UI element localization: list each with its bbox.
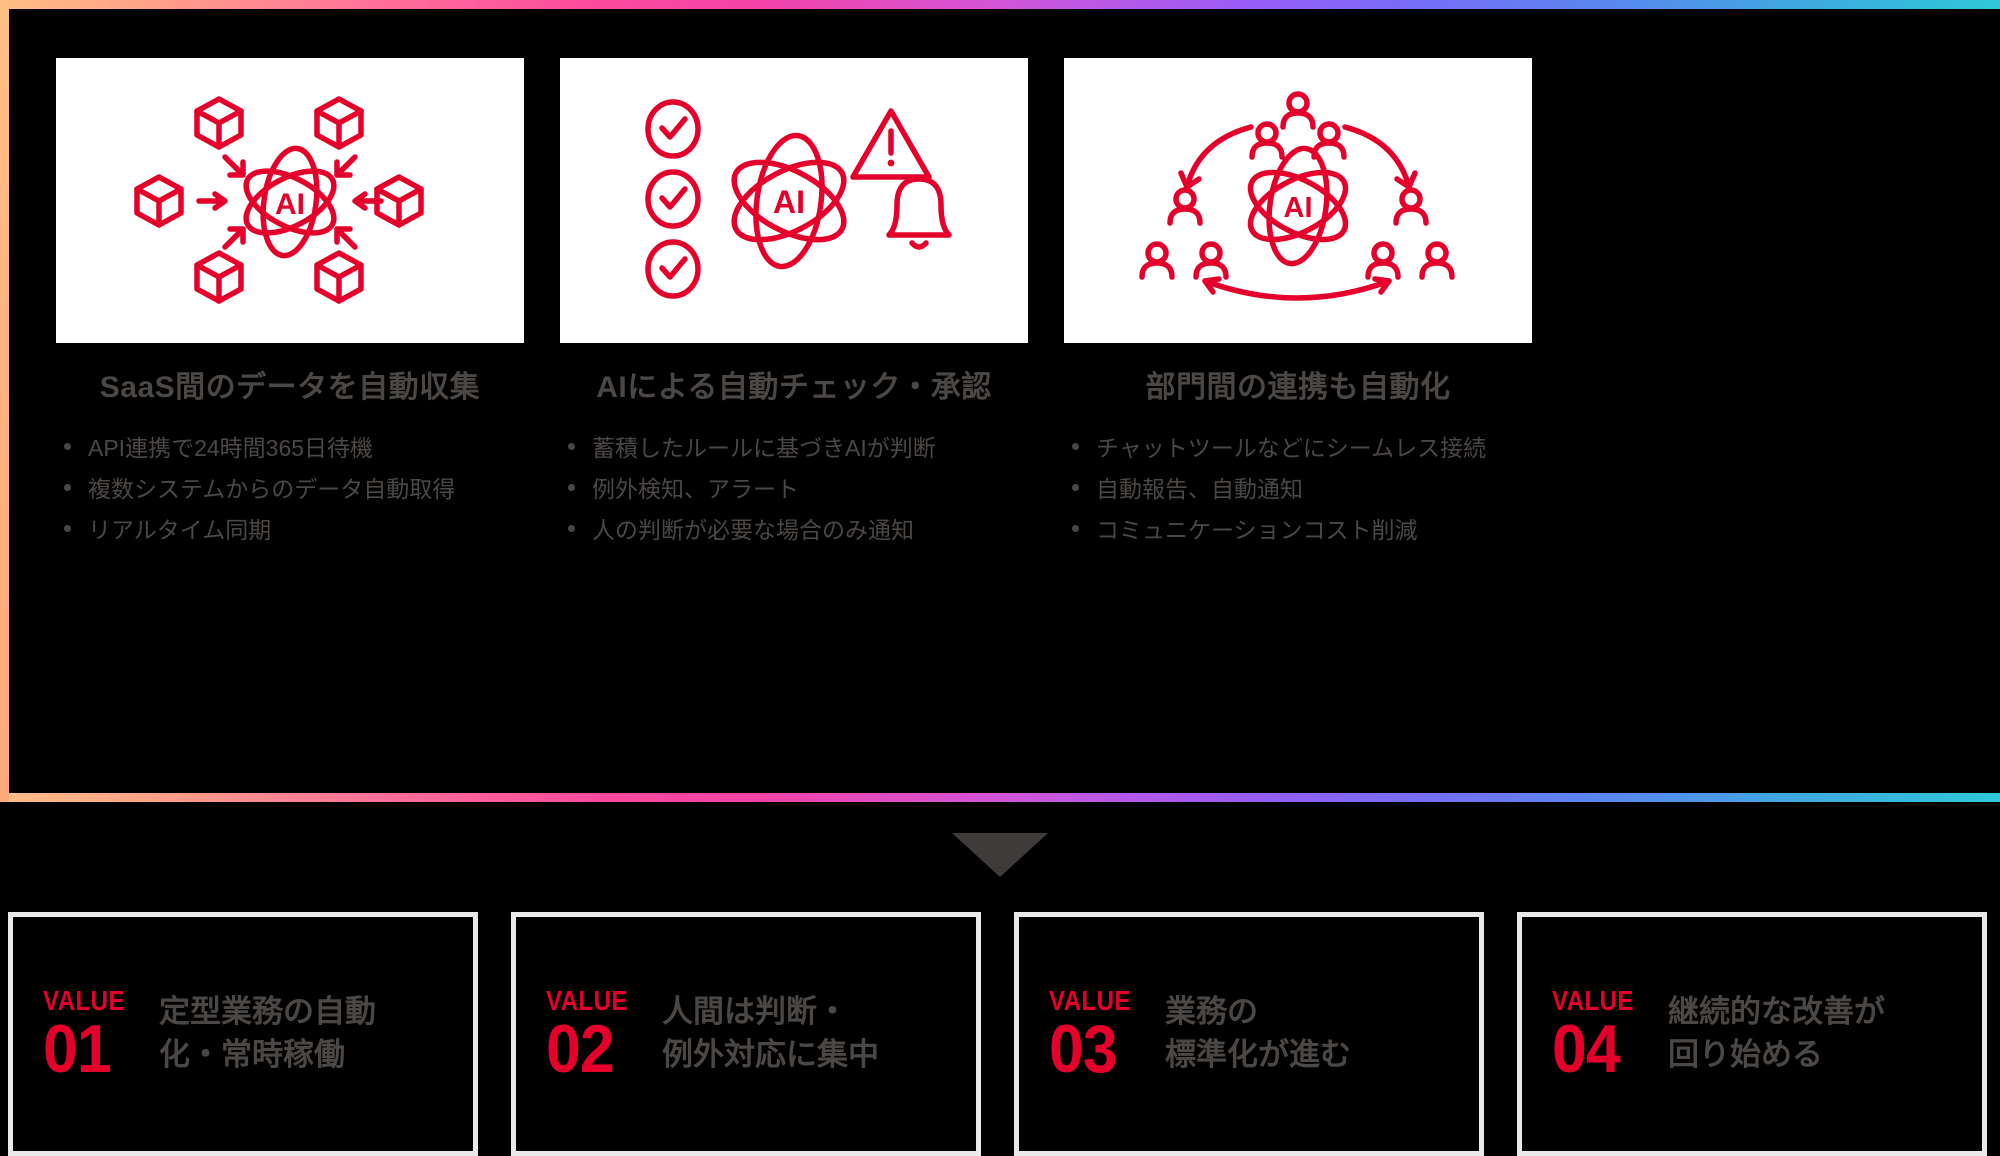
- bullet-text: API連携で24時間365日待機: [88, 435, 374, 461]
- ai-cross-department-icon: AI: [1139, 90, 1455, 301]
- list-item: 例外検知、アラート: [568, 469, 1028, 510]
- feature-title: AIによる自動チェック・承認: [596, 371, 992, 404]
- feature-bullet-list: 蓄積したルールに基づきAIが判断 例外検知、アラート 人の判断が必要な場合のみ通…: [560, 428, 1028, 551]
- bullet-dot: [1072, 443, 1079, 450]
- value-card-03[interactable]: VALUE 03 業務の 標準化が進む: [1014, 912, 1484, 1156]
- ai-cross-department-icon-card: AI: [1064, 58, 1532, 343]
- value-description: 業務の 標準化が進む: [1165, 994, 1351, 1072]
- value-number: 01: [43, 1011, 112, 1088]
- feature-column-2: AI AIによる自動チェック・承認 蓄積したルールに基づきAIが判断 例外検知、…: [560, 58, 1028, 551]
- feature-bullet-list: API連携で24時間365日待機 複数システムからのデータ自動取得 リアルタイム…: [56, 428, 524, 551]
- feature-columns: AI SaaS間のデータを自動収集 API連携で24時間365日待機 複数システ…: [56, 58, 1946, 551]
- list-item: 複数システムからのデータ自動取得: [64, 469, 524, 510]
- bullet-text: コミュニケーションコスト削減: [1096, 516, 1418, 543]
- svg-text:AI: AI: [773, 184, 805, 220]
- svg-text:AI: AI: [275, 188, 305, 221]
- list-item: チャットツールなどにシームレス接続: [1072, 428, 1532, 469]
- bullet-dot: [64, 524, 71, 532]
- gradient-border-bottom: [0, 793, 2000, 802]
- bullet-text: 自動報告、自動通知: [1096, 475, 1303, 502]
- bullet-text: 例外検知、アラート: [592, 475, 799, 502]
- value-number: 02: [546, 1011, 615, 1088]
- down-arrow-icon: [952, 833, 1048, 877]
- bullet-text: 人の判断が必要な場合のみ通知: [592, 516, 914, 543]
- gradient-border-left: [0, 0, 9, 802]
- value-label: VALUE: [546, 985, 628, 1017]
- bullet-dot: [568, 443, 575, 450]
- list-item: 自動報告、自動通知: [1072, 469, 1532, 510]
- list-item: API連携で24時間365日待機: [64, 428, 524, 469]
- feature-title: SaaS間のデータを自動収集: [99, 371, 481, 404]
- ai-data-collection-icon: AI: [134, 95, 424, 304]
- feature-bullet-list: チャットツールなどにシームレス接続 自動報告、自動通知 コミュニケーションコスト…: [1064, 428, 1532, 551]
- value-badge: VALUE 02: [546, 983, 658, 1084]
- value-card-04[interactable]: VALUE 04 継続的な改善が 回り始める: [1517, 912, 1987, 1156]
- ai-data-collection-icon-card: AI: [56, 58, 524, 343]
- bullet-dot: [64, 443, 71, 450]
- bullet-dot: [568, 524, 575, 532]
- list-item: コミュニケーションコスト削減: [1072, 510, 1532, 551]
- ai-auto-check-approval-icon-card: AI: [560, 58, 1028, 343]
- bullet-text: 複数システムからのデータ自動取得: [88, 475, 456, 502]
- svg-text:AI: AI: [1284, 192, 1313, 224]
- value-card-02[interactable]: VALUE 02 人間は判断・ 例外対応に集中: [511, 912, 981, 1156]
- value-description: 継続的な改善が 回り始める: [1668, 994, 1885, 1072]
- feature-column-1: AI SaaS間のデータを自動収集 API連携で24時間365日待機 複数システ…: [56, 58, 524, 551]
- value-number: 03: [1049, 1011, 1118, 1088]
- value-badge: VALUE 04: [1552, 983, 1664, 1084]
- value-label: VALUE: [1049, 985, 1131, 1017]
- value-description: 人間は判断・ 例外対応に集中: [662, 994, 879, 1072]
- value-card-01[interactable]: VALUE 01 定型業務の自動 化・常時稼働: [8, 912, 478, 1156]
- gradient-border-top: [0, 0, 2000, 9]
- bullet-dot: [568, 483, 575, 491]
- value-cards-row: VALUE 01 定型業務の自動 化・常時稼働 VALUE 02 人間は判断・ …: [8, 912, 2000, 1156]
- bullet-text: 蓄積したルールに基づきAIが判断: [592, 435, 936, 461]
- bullet-text: リアルタイム同期: [88, 516, 272, 543]
- value-description: 定型業務の自動 化・常時稼働: [159, 994, 376, 1072]
- list-item: 蓄積したルールに基づきAIが判断: [568, 428, 1028, 469]
- feature-title: 部門間の連携も自動化: [1145, 371, 1451, 404]
- value-label: VALUE: [43, 985, 125, 1017]
- bullet-text: チャットツールなどにシームレス接続: [1096, 435, 1487, 461]
- value-badge: VALUE 03: [1049, 983, 1161, 1084]
- bullet-dot: [1072, 524, 1079, 532]
- bullet-dot: [64, 483, 71, 491]
- bullet-dot: [1072, 483, 1079, 491]
- ai-auto-check-approval-icon: AI: [645, 98, 952, 299]
- value-label: VALUE: [1552, 985, 1634, 1017]
- value-badge: VALUE 01: [43, 983, 155, 1084]
- list-item: 人の判断が必要な場合のみ通知: [568, 510, 1028, 551]
- list-item: リアルタイム同期: [64, 510, 524, 551]
- value-number: 04: [1552, 1011, 1621, 1088]
- feature-column-3: AI 部門間の連携も自動化 チャットツールなどにシームレス接続 自動報告、自動通…: [1064, 58, 1532, 551]
